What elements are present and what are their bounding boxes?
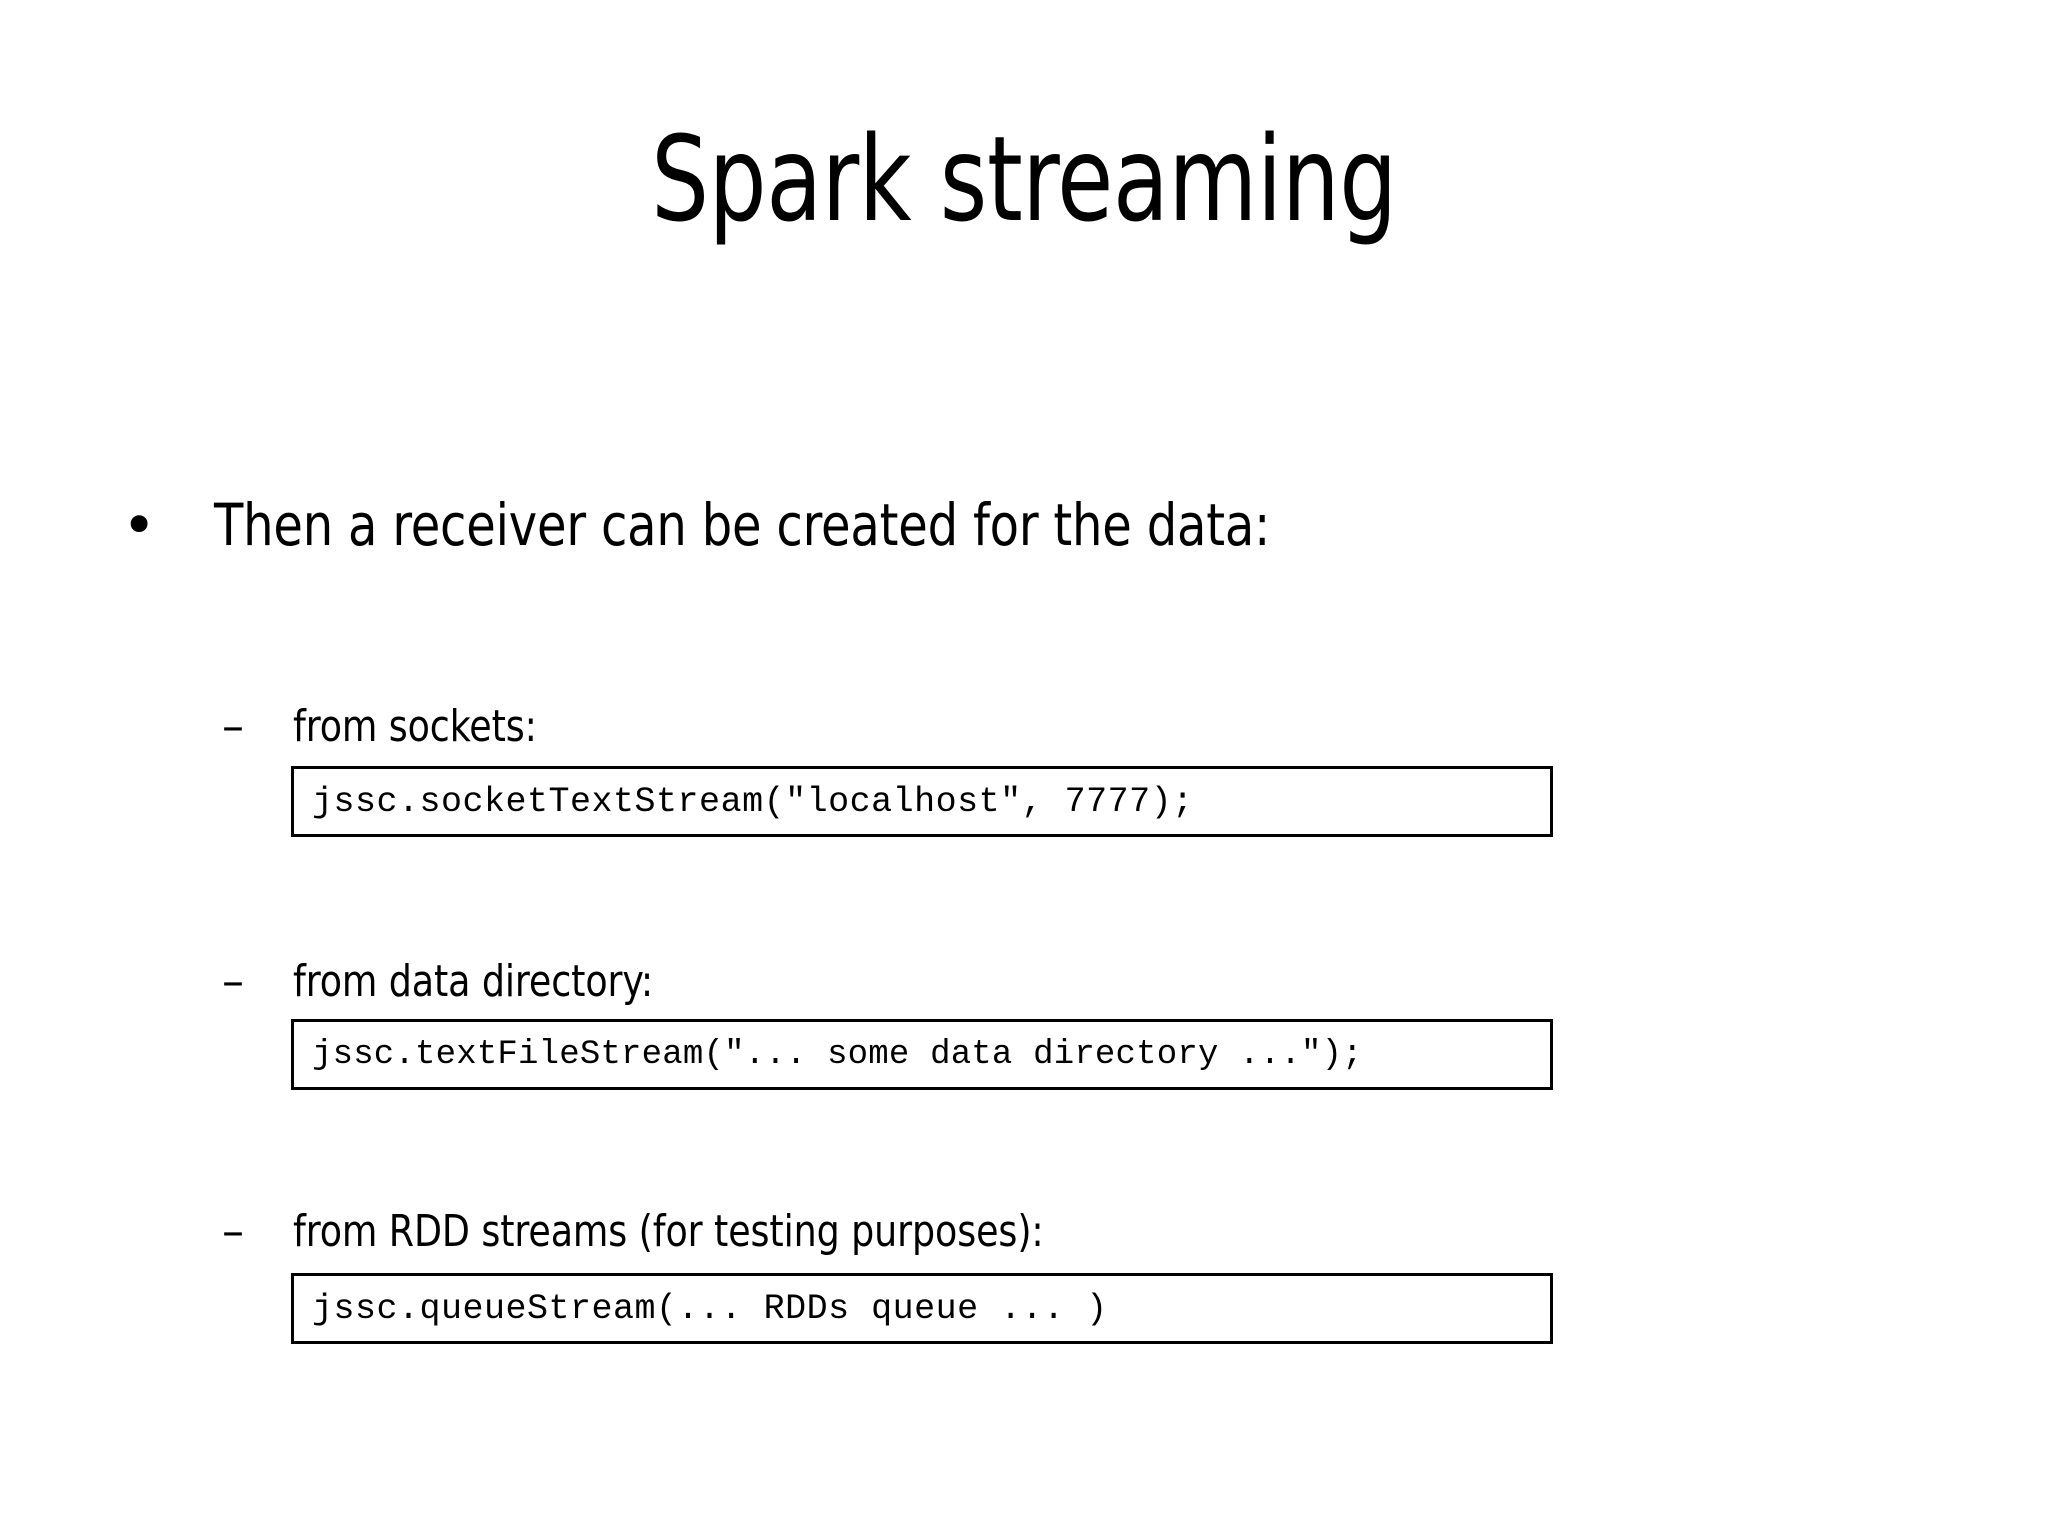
sub-bullet-item-rdd-streams: – from RDD streams (for testing purposes… <box>222 1205 1922 1259</box>
en-dash-icon: – <box>222 1206 244 1257</box>
code-box-sockets: jssc.socketTextStream("localhost", 7777)… <box>291 766 1553 837</box>
code-text-queue-stream: jssc.queueStream(... RDDs queue ... ) <box>312 1288 1108 1329</box>
sub-bullet-label-sockets: from sockets: <box>293 701 537 752</box>
code-text-socket-text-stream: jssc.socketTextStream("localhost", 7777)… <box>312 781 1194 822</box>
bullet-dot-icon: • <box>122 491 157 559</box>
sub-bullet-item-sockets: – from sockets: <box>222 700 1922 754</box>
page-title: Spark streaming <box>651 110 1397 248</box>
en-dash-icon: – <box>222 701 244 752</box>
bullet-primary-label: Then a receiver can be created for the d… <box>214 491 1271 559</box>
sub-bullet-item-data-directory: – from data directory: <box>222 955 1922 1009</box>
bullet-item-primary: • Then a receiver can be created for the… <box>120 490 1920 560</box>
sub-bullet-label-rdd-streams: from RDD streams (for testing purposes): <box>293 1206 1044 1257</box>
sub-bullet-label-data-directory: from data directory: <box>293 956 654 1007</box>
code-text-text-file-stream: jssc.textFileStream("... some data direc… <box>312 1035 1363 1074</box>
code-box-rdd-streams: jssc.queueStream(... RDDs queue ... ) <box>291 1273 1553 1344</box>
code-box-data-directory: jssc.textFileStream("... some data direc… <box>291 1019 1553 1090</box>
en-dash-icon: – <box>222 956 244 1007</box>
